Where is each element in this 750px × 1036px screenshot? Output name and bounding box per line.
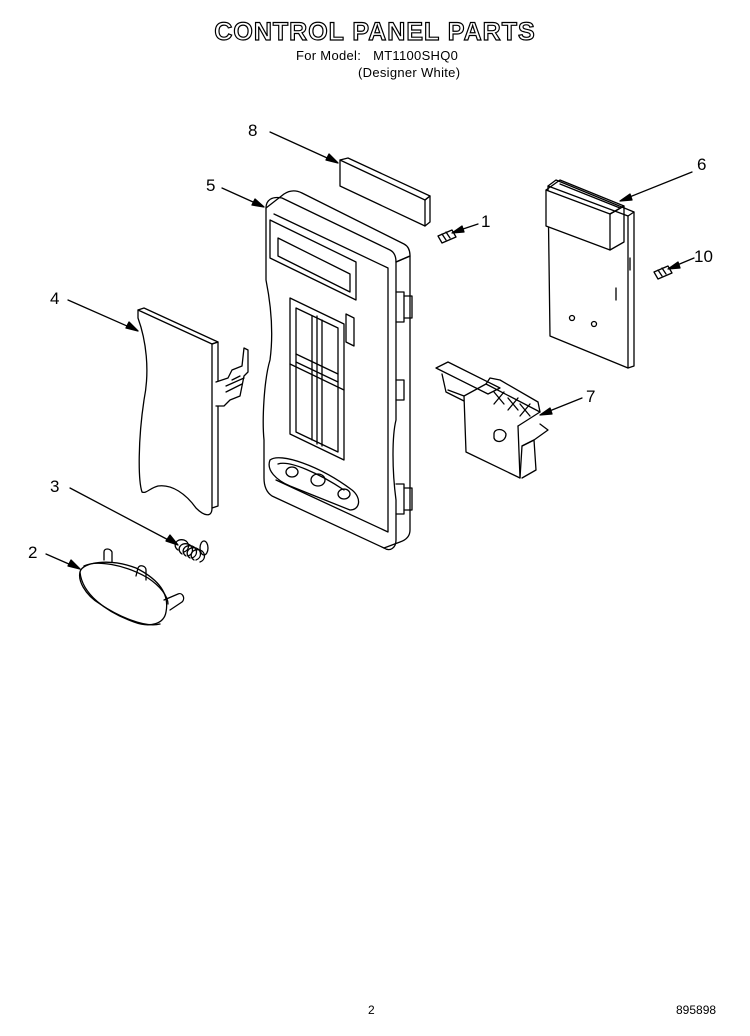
part-2-release-button	[78, 548, 185, 626]
part-4-membrane-keypad	[137, 307, 249, 516]
callout-8: 8	[248, 121, 257, 140]
model-number: MT1100SHQ0	[373, 48, 459, 63]
model-label: For Model:	[296, 48, 362, 63]
callout-leaders	[45, 131, 695, 570]
part-3-spring	[174, 539, 209, 563]
page-title: CONTROL PANEL PARTS	[214, 17, 536, 46]
page-number: 2	[368, 1003, 375, 1017]
model-variant: (Designer White)	[358, 65, 461, 80]
document-code: 895898	[676, 1003, 717, 1017]
callout-10: 10	[694, 247, 713, 266]
callout-5: 5	[206, 176, 215, 195]
callout-numbers: 8 5 1 6 10 4 7 3 2	[28, 121, 713, 562]
model-line: For Model: MT1100SHQ0	[296, 48, 458, 63]
callout-1: 1	[481, 212, 490, 231]
part-7-latch-bracket	[435, 361, 549, 479]
part-8-window-strip	[339, 157, 431, 227]
callout-7: 7	[586, 387, 595, 406]
part-5-control-panel-frame	[262, 190, 413, 551]
callout-2: 2	[28, 543, 37, 562]
callout-4: 4	[50, 289, 59, 308]
callout-6: 6	[697, 155, 706, 174]
part-6-circuit-board	[545, 179, 635, 369]
callout-3: 3	[50, 477, 59, 496]
